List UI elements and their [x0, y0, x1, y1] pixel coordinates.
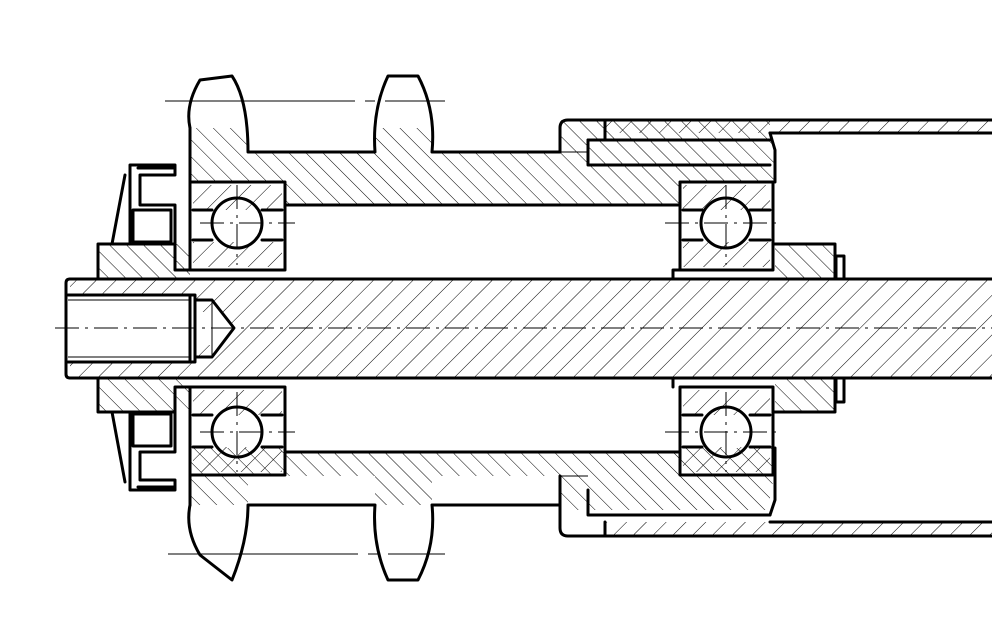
- end-cap: [96, 163, 192, 492]
- center-lines: [55, 100, 992, 555]
- threaded-hole: [66, 293, 236, 364]
- bearing-left-lower: [188, 385, 295, 477]
- outer-tube: [558, 118, 992, 538]
- bearing-right-upper: [665, 180, 780, 272]
- right-collar: [671, 242, 846, 414]
- bearing-left-upper: [188, 180, 295, 272]
- bearing-right-lower: [665, 385, 780, 477]
